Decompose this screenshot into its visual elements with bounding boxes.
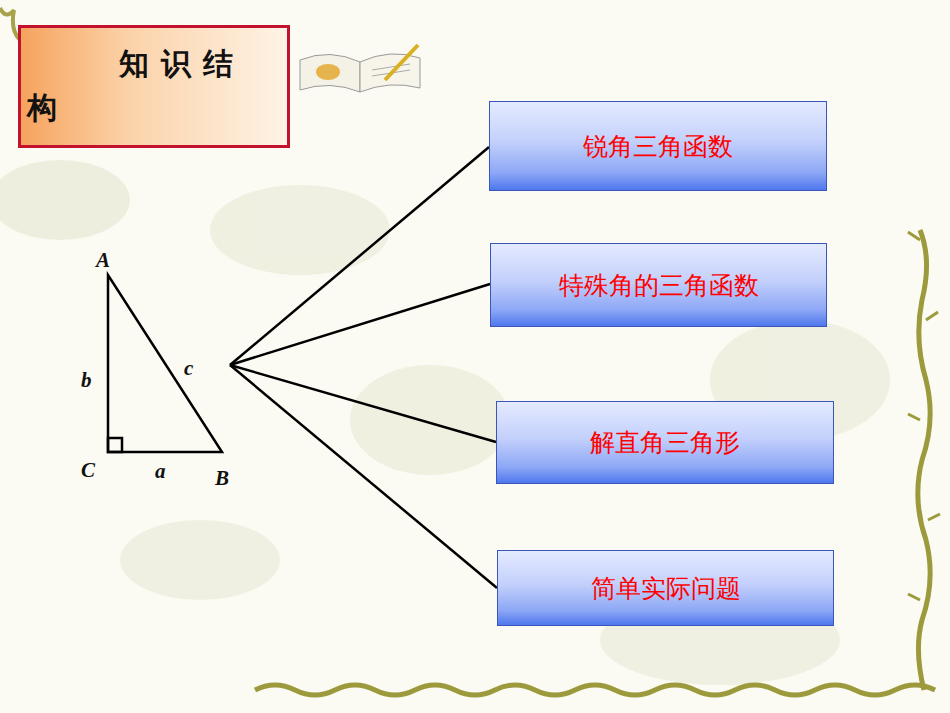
- title-text: 知识结构: [27, 42, 267, 130]
- side-label: b: [81, 368, 92, 393]
- topic-box: 锐角三角函数: [489, 101, 827, 191]
- topic-text: 简单实际问题: [591, 572, 741, 605]
- topic-text: 锐角三角函数: [583, 130, 733, 163]
- vine: [255, 685, 935, 695]
- topic-box: 特殊角的三角函数: [490, 243, 827, 327]
- topic-box: 解直角三角形: [496, 401, 834, 484]
- leaf-watermark: [0, 160, 890, 685]
- title-box: 知识结构: [18, 25, 290, 148]
- vine-leaves: [908, 232, 940, 600]
- branch-lines: [230, 147, 497, 588]
- side-label: a: [155, 459, 166, 484]
- topic-text: 特殊角的三角函数: [559, 269, 759, 302]
- vertex-label: C: [81, 458, 95, 483]
- right-triangle: [108, 275, 222, 452]
- vertex-label: A: [96, 248, 110, 273]
- side-label: c: [184, 356, 193, 381]
- topic-box: 简单实际问题: [497, 550, 834, 626]
- book-icon: [300, 45, 420, 92]
- vertex-label: B: [215, 466, 229, 491]
- vine: [918, 230, 930, 690]
- vine: [0, 8, 20, 40]
- topic-text: 解直角三角形: [590, 426, 740, 459]
- right-angle-mark: [108, 438, 122, 452]
